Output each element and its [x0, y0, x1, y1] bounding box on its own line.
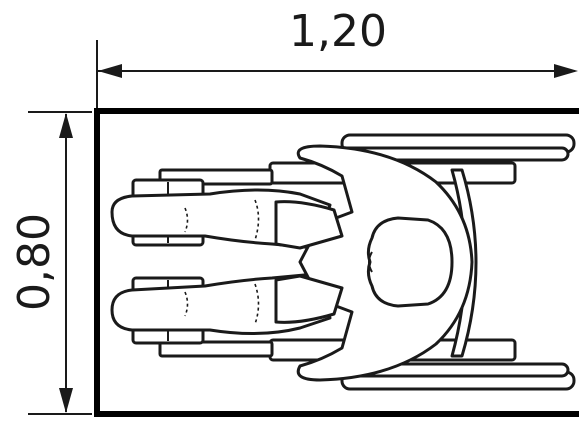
- height-dimension: 0,80: [9, 111, 92, 415]
- front-frame-bottom: [158, 340, 274, 358]
- height-arrow-bottom: [59, 388, 73, 413]
- forearm-top: [274, 200, 344, 250]
- width-label: 1,20: [289, 6, 387, 57]
- thigh-detail-top: [254, 199, 260, 241]
- width-arrow-left: [98, 64, 122, 78]
- head: [366, 216, 454, 308]
- seated-person: [110, 144, 474, 382]
- height-arrow-top: [59, 113, 73, 138]
- ear-detail: [368, 251, 373, 273]
- height-label: 0,80: [9, 213, 60, 311]
- clearance-outline: [94, 108, 579, 417]
- forearm-bottom: [274, 274, 344, 324]
- thigh-detail-bottom: [254, 283, 260, 325]
- knee-detail-bottom: [184, 291, 189, 317]
- width-arrow-right: [554, 64, 578, 78]
- knee-detail-top: [184, 207, 189, 233]
- width-dimension: 1,20: [96, 6, 578, 108]
